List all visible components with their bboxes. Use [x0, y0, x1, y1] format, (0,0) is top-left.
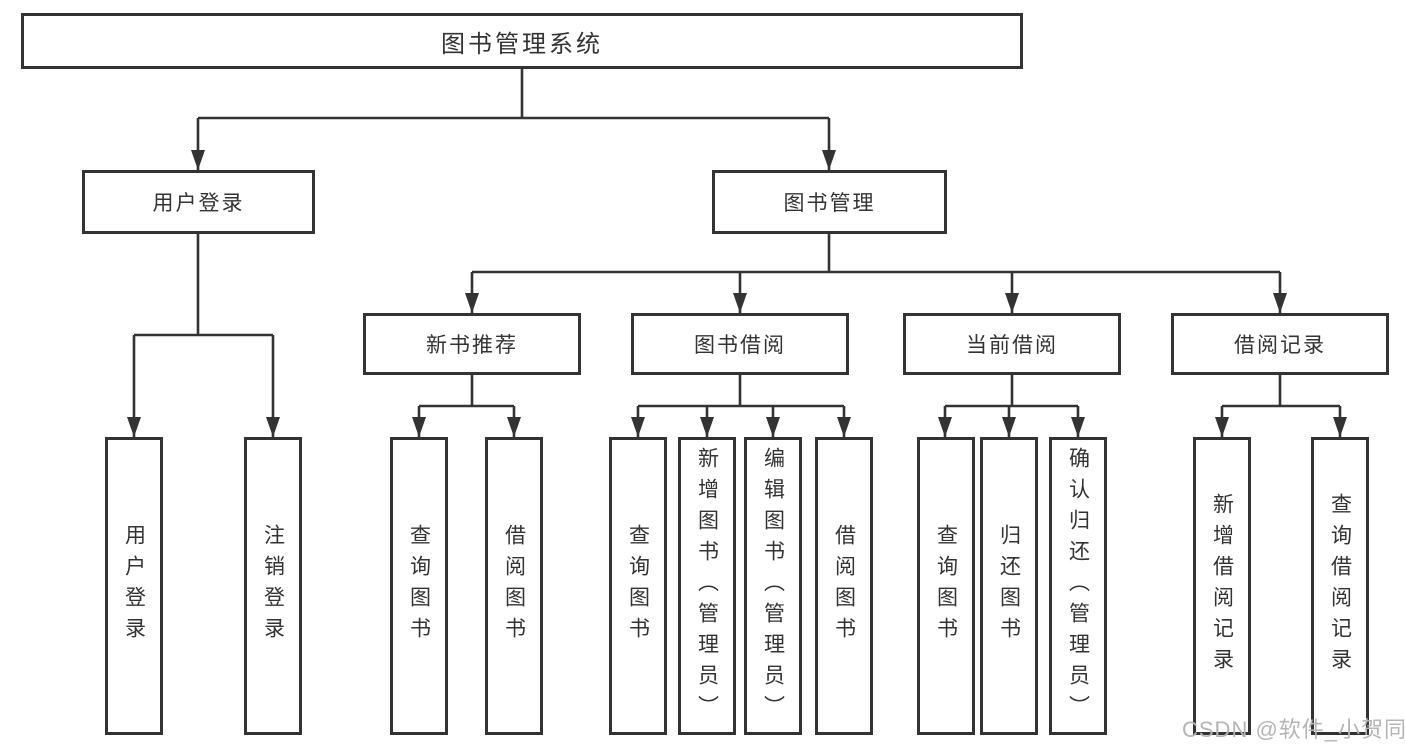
leaf-borrow-query-books: 查询图书 — [609, 437, 667, 735]
connector-line — [636, 375, 846, 437]
node-book-borrow: 图书借阅 — [631, 313, 849, 375]
arrow-down — [1273, 293, 1287, 313]
connector-book-borrow — [631, 375, 851, 437]
arrow-down — [266, 417, 280, 437]
connector-line — [1220, 375, 1342, 437]
connector-user-login — [127, 234, 280, 437]
connector-line — [470, 234, 1282, 313]
leaf-user-login: 用户登录 — [105, 437, 163, 735]
leaf-recommend-borrow-books: 借阅图书 — [485, 437, 543, 735]
connector-root — [191, 69, 836, 170]
arrow-down — [1071, 417, 1085, 437]
node-book-management: 图书管理 — [712, 170, 947, 234]
arrow-down — [837, 417, 851, 437]
leaf-return-books: 归还图书 — [980, 437, 1038, 735]
leaf-borrow-books: 借阅图书 — [815, 437, 873, 735]
node-system-root: 图书管理系统 — [21, 13, 1023, 69]
arrow-down — [822, 150, 836, 170]
leaf-add-borrow-record: 新增借阅记录 — [1193, 437, 1251, 735]
connector-current-borrow — [938, 375, 1085, 437]
arrow-down — [733, 293, 747, 313]
leaf-current-query-books: 查询图书 — [917, 437, 975, 735]
arrow-down — [766, 417, 780, 437]
leaf-edit-books-admin: 编辑图书（管理员） — [744, 437, 802, 735]
leaf-query-borrow-record: 查询借阅记录 — [1311, 437, 1369, 735]
arrow-down — [1002, 417, 1016, 437]
node-user-login: 用户登录 — [82, 170, 315, 234]
arrow-down — [631, 417, 645, 437]
arrow-down — [1215, 417, 1229, 437]
connector-line — [943, 375, 1080, 437]
leaf-logout: 注销登录 — [244, 437, 302, 735]
connector-book-management — [465, 234, 1287, 313]
connector-line — [417, 375, 516, 437]
connector-new-book-recommend — [412, 375, 521, 437]
leaf-recommend-query-books: 查询图书 — [390, 437, 448, 735]
arrow-down — [127, 417, 141, 437]
arrow-down — [465, 293, 479, 313]
arrow-down — [412, 417, 426, 437]
connector-line — [132, 234, 275, 437]
node-current-borrow: 当前借阅 — [903, 313, 1121, 375]
node-borrow-records: 借阅记录 — [1171, 313, 1389, 375]
leaf-confirm-return-admin: 确认归还（管理员） — [1049, 437, 1107, 735]
connector-borrow-records — [1215, 375, 1347, 437]
arrow-down — [700, 417, 714, 437]
arrow-down — [507, 417, 521, 437]
arrow-down — [1333, 417, 1347, 437]
node-new-book-recommend: 新书推荐 — [363, 313, 581, 375]
arrow-down — [1005, 293, 1019, 313]
leaf-add-books-admin: 新增图书（管理员） — [678, 437, 736, 735]
arrow-down — [938, 417, 952, 437]
arrow-down — [191, 150, 205, 170]
connector-line — [196, 69, 831, 170]
csdn-watermark: CSDN @软件_小贺同学 — [1182, 717, 1405, 742]
